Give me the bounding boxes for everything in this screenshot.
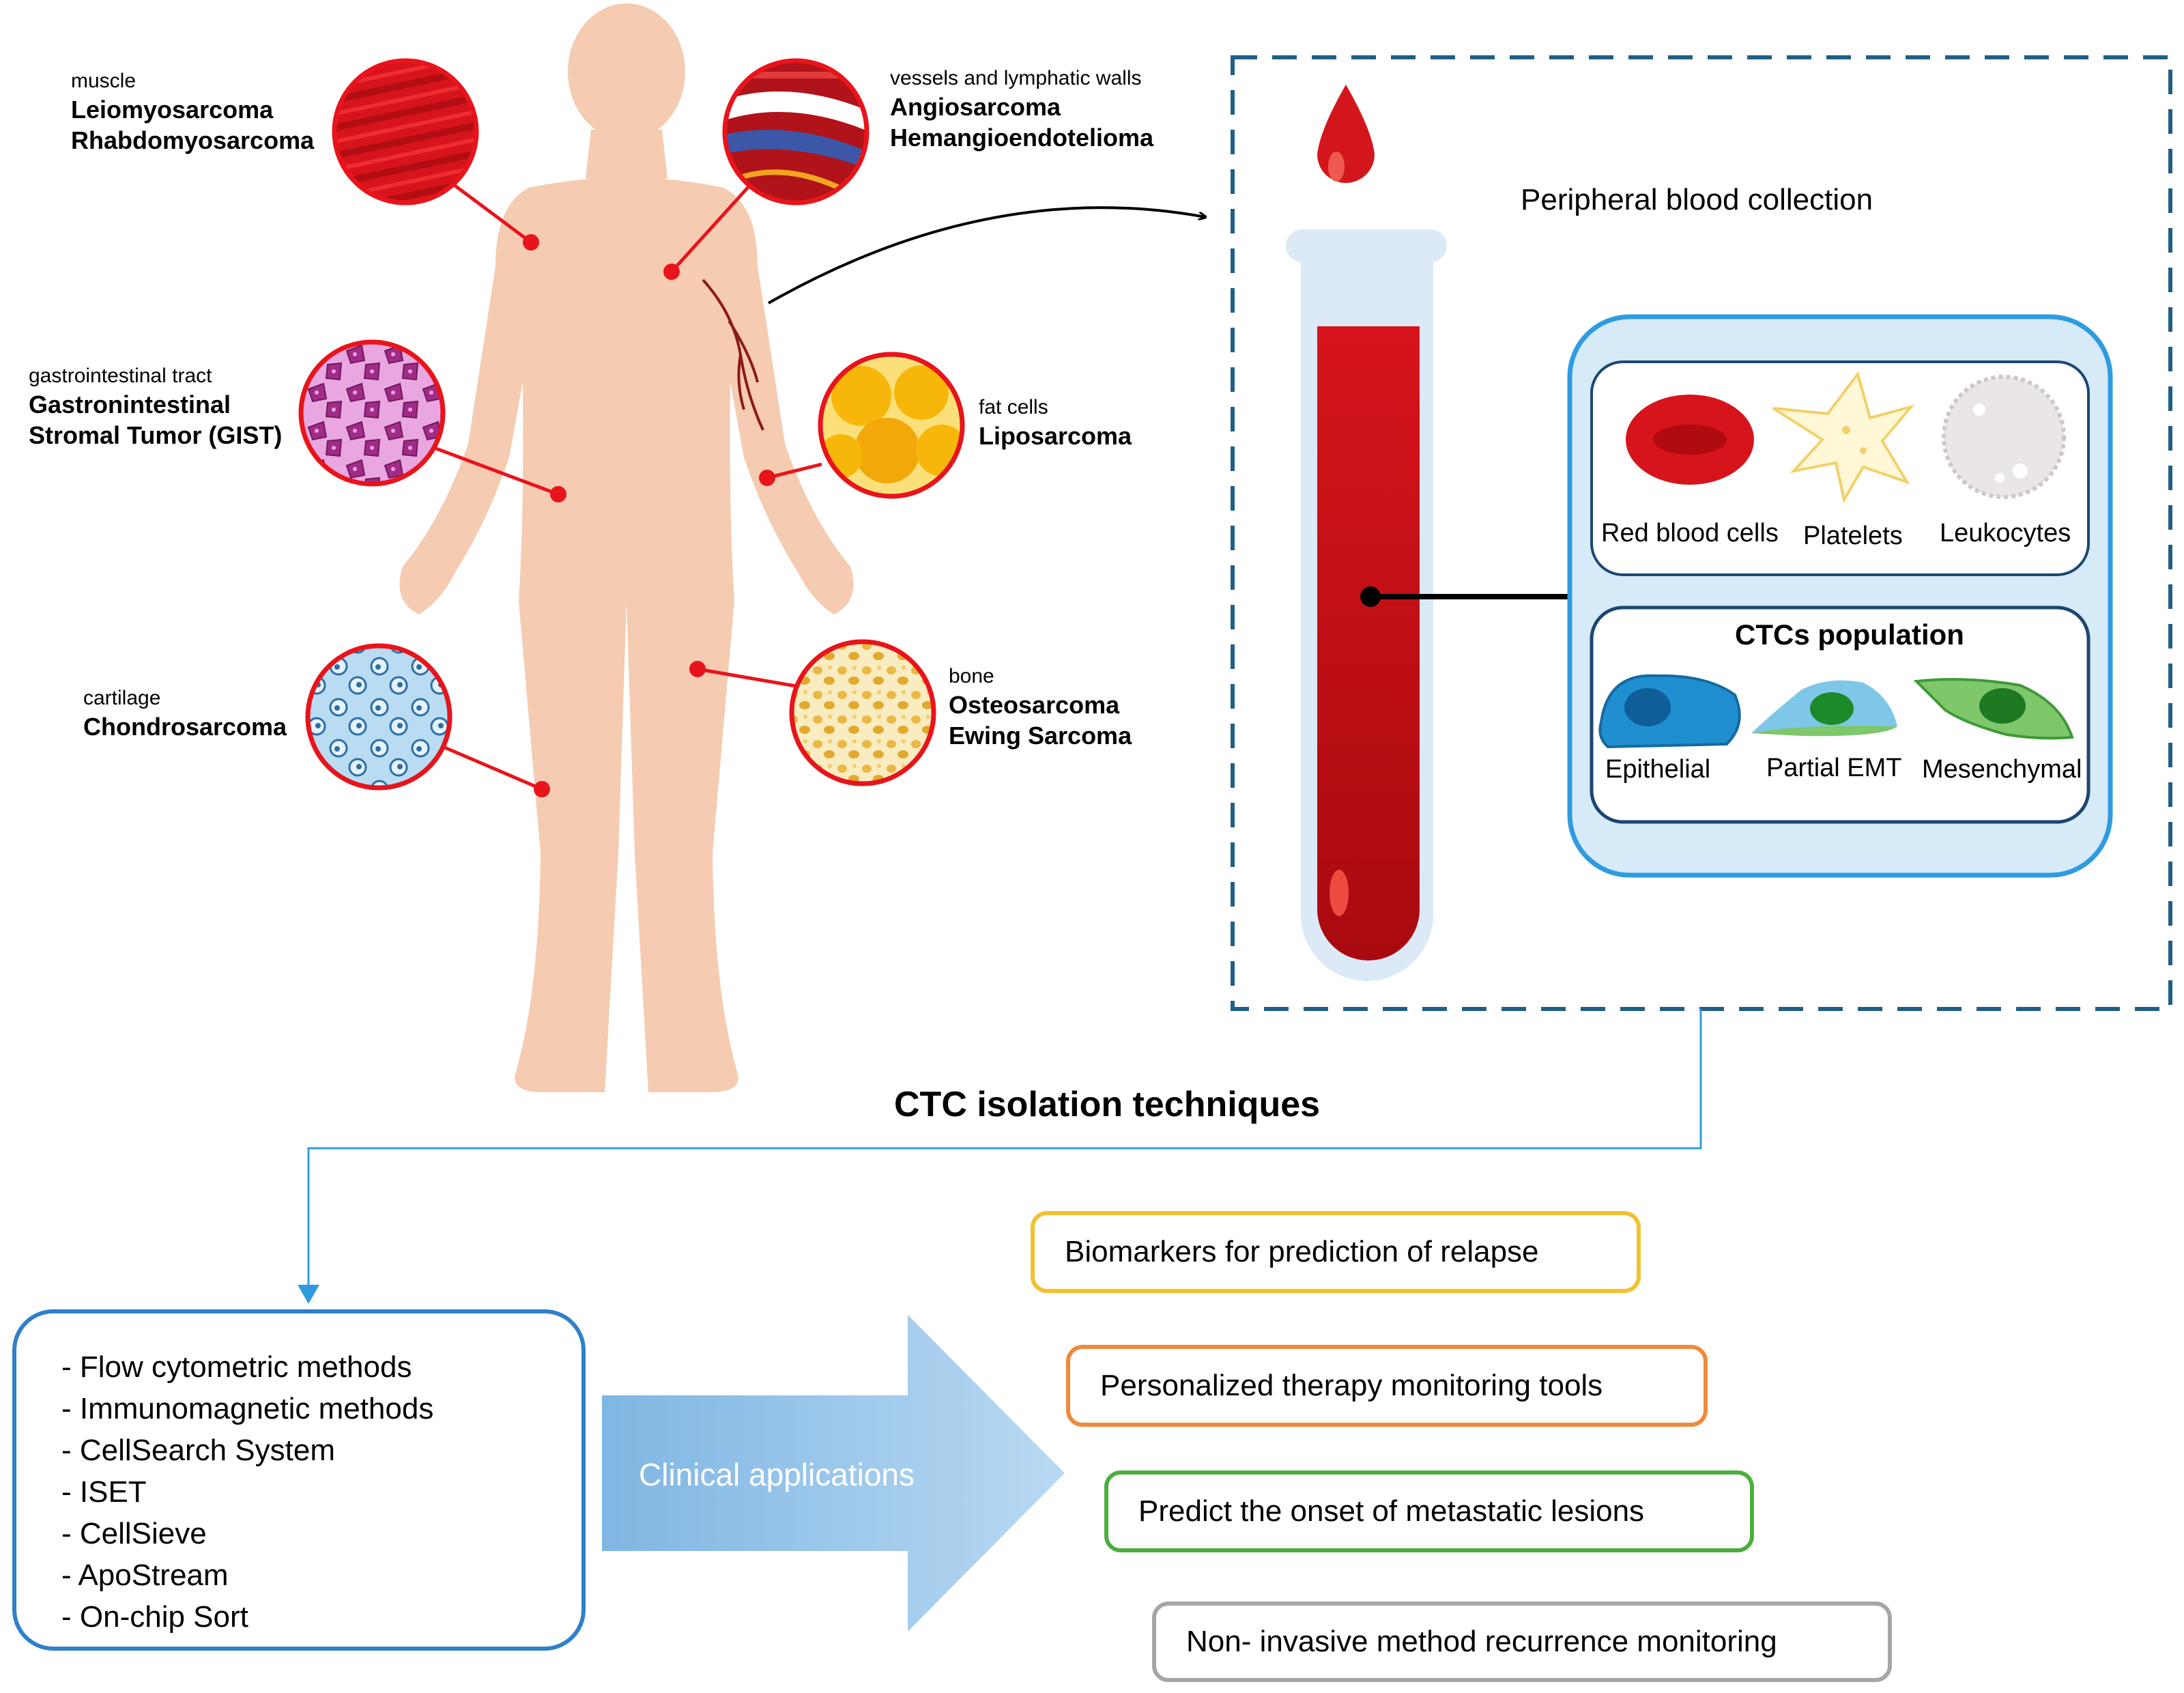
partial-emt-label: Partial EMT <box>1766 754 1902 782</box>
isolation-connector <box>307 1009 1702 1290</box>
red-blood-cell-icon <box>1626 395 1754 485</box>
muscle-tissue-icon <box>332 58 479 205</box>
marker-fat <box>759 470 775 486</box>
tissue-name: bone <box>949 665 994 687</box>
test-tube-icon <box>1286 229 1447 981</box>
marker-muscle <box>523 234 539 251</box>
marker-cartilage <box>534 781 550 797</box>
application-recurrence-monitoring: Non- invasive method recurrence monitori… <box>1152 1602 1892 1682</box>
clinical-applications-arrow <box>602 1315 1065 1632</box>
platelet-icon <box>1772 371 1915 504</box>
clinical-applications-label: Clinical applications <box>639 1457 915 1492</box>
isolation-techniques-box: - Flow cytometric methods - Immunomagnet… <box>12 1309 586 1651</box>
sarcoma-type: Ewing Sarcoma <box>949 721 1132 750</box>
label-bone: bone Osteosarcoma Ewing Sarcoma <box>949 664 1132 751</box>
bone-tissue-icon <box>789 639 936 786</box>
tissue-name: cartilage <box>83 687 161 709</box>
technique-item: - Immunomagnetic methods <box>61 1392 434 1425</box>
sarcoma-type: Angiosarcoma <box>890 92 1061 121</box>
sarcoma-type: Osteosarcoma <box>949 690 1120 719</box>
body-markers <box>523 234 775 797</box>
mesenchymal-label: Mesenchymal <box>1922 755 2082 784</box>
tissue-name: fat cells <box>979 396 1048 418</box>
sarcoma-type: Stromal Tumor (GIST) <box>29 421 283 449</box>
tube-sample-point <box>1360 586 1381 607</box>
label-vessels: vessels and lymphatic walls Angiosarcoma… <box>890 66 1153 153</box>
leukocyte-icon <box>1942 375 2066 499</box>
technique-item: - CellSearch System <box>61 1434 336 1467</box>
isolation-techniques-title: CTC isolation techniques <box>894 1085 1321 1124</box>
epithelial-cell-icon <box>1598 674 1741 749</box>
tissue-name: vessels and lymphatic walls <box>890 67 1142 89</box>
epithelial-label: Epithelial <box>1605 755 1711 784</box>
ctc-population-title: CTCs population <box>1735 618 1964 651</box>
sarcoma-type: Chondrosarcoma <box>83 712 287 741</box>
sarcoma-type: Liposarcoma <box>979 421 1132 450</box>
application-relapse-biomarkers: Biomarkers for prediction of relapse <box>1031 1211 1641 1293</box>
application-metastasis-prediction: Predict the onset of metastatic lesions <box>1104 1470 1754 1552</box>
leukocytes-label: Leukocytes <box>1940 519 2071 547</box>
technique-item: - On-chip Sort <box>61 1600 248 1634</box>
human-body-silhouette <box>399 3 854 1092</box>
technique-item: - CellSieve <box>61 1517 207 1550</box>
marker-vessels <box>663 264 680 280</box>
sarcoma-type: Leiomyosarcoma <box>71 95 274 124</box>
marker-gi <box>550 486 566 502</box>
partial-emt-cell-icon <box>1751 680 1897 737</box>
sarcoma-type: Hemangioendotelioma <box>890 123 1154 152</box>
blood-drop-icon <box>1317 85 1375 183</box>
tissue-name: muscle <box>71 70 136 92</box>
label-gastrointestinal: gastrointestinal tract Gastronintestinal… <box>29 363 282 451</box>
isolation-arrowhead <box>298 1285 319 1304</box>
marker-bone <box>689 661 706 677</box>
blood-collection-title: Peripheral blood collection <box>1521 183 1873 216</box>
label-muscle: muscle Leiomyosarcoma Rhabdomyosarcoma <box>71 68 314 156</box>
technique-item: - Flow cytometric methods <box>61 1350 412 1384</box>
sarcoma-type: Rhabdomyosarcoma <box>71 126 315 154</box>
gastrointestinal-tissue-icon <box>298 339 446 487</box>
application-therapy-monitoring: Personalized therapy monitoring tools <box>1066 1345 1708 1427</box>
arm-veins <box>702 279 764 431</box>
to-blood-arrow <box>768 206 1205 304</box>
technique-item: - ISET <box>61 1475 147 1509</box>
tissue-name: gastrointestinal tract <box>29 365 212 387</box>
technique-item: - ApoStream <box>61 1559 229 1592</box>
vessel-tissue-icon <box>722 58 870 205</box>
platelets-label: Platelets <box>1803 522 1903 550</box>
techniques-list: - Flow cytometric methods - Immunomagnet… <box>61 1346 581 1638</box>
mesenchymal-cell-icon <box>1913 678 2074 740</box>
tissue-connectors <box>422 182 822 791</box>
cartilage-tissue-icon <box>305 643 452 791</box>
label-fat: fat cells Liposarcoma <box>979 395 1132 451</box>
sarcoma-type: Gastronintestinal <box>29 390 231 418</box>
red-blood-cells-label: Red blood cells <box>1601 519 1779 547</box>
label-cartilage: cartilage Chondrosarcoma <box>83 685 287 742</box>
fat-tissue-icon <box>818 352 965 499</box>
